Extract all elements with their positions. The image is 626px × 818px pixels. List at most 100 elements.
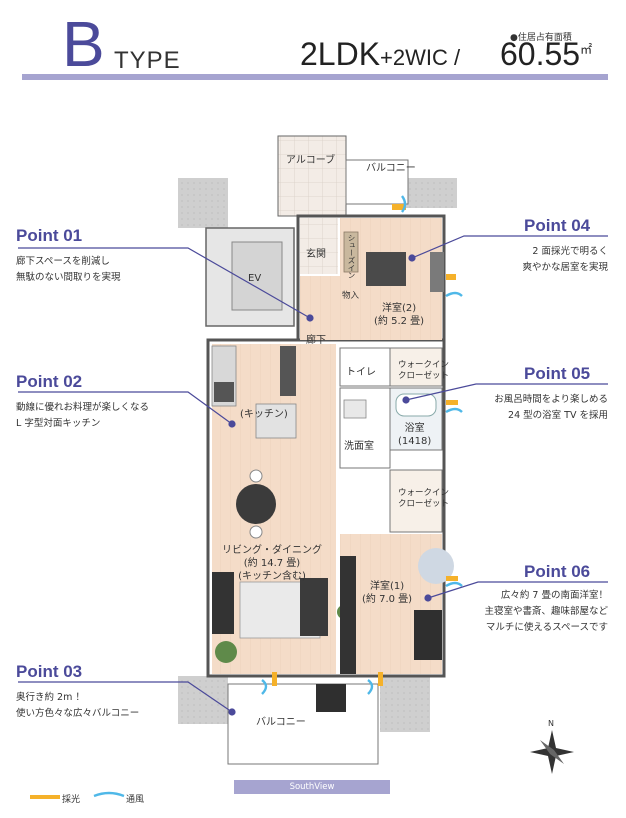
point-04-line1: 2 面採光で明るく [532,246,608,257]
point-01-line2: 無駄のない間取りを実現 [16,272,121,283]
type-word: TYPE [114,47,181,74]
walkin1-room [389,347,443,387]
point-04-text: 2 面採光で明るく 爽やかな居室を実現 [522,244,608,276]
label-entrance: 玄関 [306,249,326,260]
ldk-note: (キッチン含む) [238,571,306,582]
label-bath: 浴室 (1418) [398,422,431,448]
header-rule [22,74,608,80]
wall-block [178,178,228,228]
western1-chair [418,548,454,584]
wall-block [380,676,430,732]
ldk-name: リビング・ダイニング [222,545,322,556]
point-01-line1: 廊下スペースを削減し [16,256,110,267]
point-05-title: Point 05 [524,364,591,383]
light-legend-icon [30,795,60,799]
label-walkin2: ウォークイン クローゼット [398,488,449,510]
wall-block [405,178,457,208]
ldk-size: (約 14.7 畳) [243,558,301,569]
point-02-text: 動線に優れお料理が楽しくなる L 字型対面キッチン [16,400,149,432]
point-06-line1: 広々約 7 畳の南面洋室！ [500,590,608,601]
label-toilet: トイレ [346,367,376,378]
point-02-line2: L 字型対面キッチン [16,418,101,429]
walkin2-line1: ウォークイン [398,488,450,498]
label-alcove: アルコーブ [286,155,336,166]
walkin1-line2: クローゼット [398,371,450,381]
point-06-line3: マルチに使えるスペースです [485,622,608,633]
point-06-text: 広々約 7 畳の南面洋室！ 主寝室や書斎、趣味部屋など マルチに使えるスペースで… [484,588,608,636]
wall-block [178,676,228,724]
layout-suffix: +2WIC / [380,45,461,70]
balcony-furniture [316,684,346,712]
point-03-line1: 奥行き約 2m ！ [16,692,85,703]
layout-title: 2LDK+2WIC / [300,36,460,73]
point-05-text: お風呂時間をより楽しめる 24 型の浴室 TV を採用 [494,392,608,424]
light-arrows [272,204,458,686]
wind-legend-icon [93,791,125,798]
bath-size: (1418) [398,436,432,447]
point-03-text: 奥行き約 2m ！ 使い方色々な広々バルコニー [16,690,139,722]
area-label: ●住居占有面積 [510,33,572,43]
western1-name: 洋室(1) [369,581,405,592]
label-hallway: 廊下 [306,335,326,346]
kitchen-island [255,403,297,439]
western1-desk [414,610,442,660]
point-01-title: Point 01 [16,226,83,245]
point-02-line1: 動線に優れお料理が楽しくなる [16,402,150,413]
wind-arrows [261,195,463,695]
dining-chair [249,525,263,539]
walkin2-line2: クローゼット [398,499,450,509]
western2-chair [430,252,444,292]
shoe-shelf [343,231,359,273]
south-view-label: SouthView [289,782,335,792]
western2-size: (約 5.2 畳) [374,316,425,327]
label-washroom: 洗面室 [344,441,374,452]
label-shoe-storage: シューズイン [347,234,356,279]
callout-lines [18,235,608,716]
ev-car [231,241,283,311]
wash-basin [343,399,367,419]
area-value: 60.55 [500,36,581,72]
label-balcony-main: バルコニー [256,717,306,728]
dining-table [236,484,276,524]
point-04-title: Point 04 [524,216,591,235]
layout-main: 2LDK [300,36,381,72]
alcove-floor [277,135,347,217]
label-ev: EV [248,273,262,284]
point-03-line2: 使い方色々な広々バルコニー [16,708,140,719]
type-letter: B [62,8,105,80]
legend-light-label: 採光 [62,795,81,805]
svg-text:N: N [548,719,554,728]
western1-size: (約 7.0 畳) [362,594,413,605]
compass-rose-icon: N [530,719,574,774]
label-ldk: リビング・ダイニング (約 14.7 畳) (キッチン含む) [222,544,322,583]
south-view-tab [234,780,390,794]
walkin2-room [389,469,443,533]
toilet-room [339,347,391,387]
point-05-line1: お風呂時間をより楽しめる [494,394,608,405]
dining-chair [249,469,263,483]
balcony-floor [227,683,379,765]
label-storage: 物入 [342,291,360,301]
point-02-title: Point 02 [16,372,83,391]
point-03-title: Point 03 [16,662,83,681]
label-western2: 洋室(2) (約 5.2 畳) [374,302,424,328]
tv-board [212,572,234,634]
point-01-text: 廊下スペースを削減し 無駄のない間取りを実現 [16,254,121,286]
small-balcony-floor [345,159,409,205]
point-04-line2: 爽やかな居室を実現 [522,262,608,273]
walkin1-line1: ウォークイン [398,360,450,370]
area-value-wrap: 60.55㎡ [500,36,592,73]
entrance-floor [300,218,338,274]
bath-name: 浴室 [404,423,425,434]
label-kitchen: (キッチン) [240,409,288,420]
plant [215,641,237,663]
western2-bed [366,252,406,286]
area-unit: ㎡ [580,42,593,57]
kitchen-stove [214,382,234,402]
hallway-floor [300,276,340,340]
western1-partition [340,556,356,674]
label-balcony-small: バルコニー [366,163,416,174]
label-western1: 洋室(1) (約 7.0 畳) [362,580,412,606]
sofa [300,578,328,636]
